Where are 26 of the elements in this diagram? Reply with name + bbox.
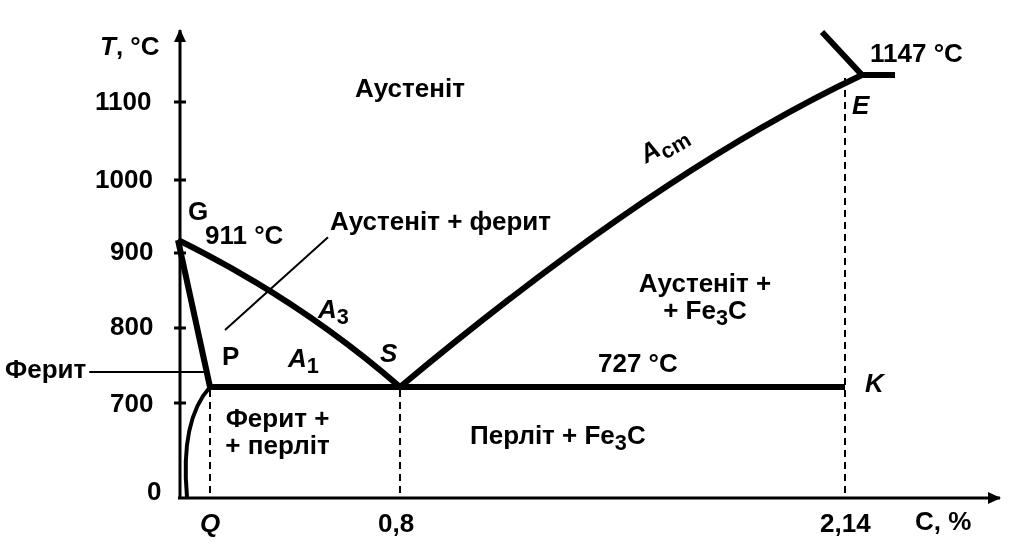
point-label: P	[222, 343, 240, 371]
phase-region-label: Перліт + Fe$_{3}$C	[470, 422, 646, 455]
phase-region-label: Аустеніт + ферит	[330, 208, 551, 236]
point-label: K	[865, 370, 884, 398]
temperature-label: 727 °C	[598, 350, 678, 378]
phase-region-label: Ферит + + перліт	[224, 405, 331, 460]
axis-tick-label: 0,8	[378, 510, 415, 538]
axis-tick-label: 0	[147, 478, 162, 506]
axis-tick-label: Q	[200, 510, 221, 538]
axis-title: T, °C	[100, 33, 160, 61]
axis-tick-label: 1100	[95, 88, 152, 116]
temperature-label: 1147 °C	[870, 40, 963, 68]
axis-tick-label: 700	[110, 390, 154, 418]
line-label: A$_{3}$	[318, 296, 349, 329]
phase-region-label: Аустеніт	[355, 75, 465, 103]
point-label: S	[380, 340, 398, 368]
phase-region-label: Ферит	[5, 356, 87, 384]
point-label: E	[852, 92, 870, 120]
axis-tick-label: 2,14	[820, 510, 871, 538]
phase-region-label: Аустеніт + + Fe$_{3}$C	[637, 270, 773, 331]
line-label: A$_{1}$	[288, 345, 319, 378]
axis-tick-label: 800	[110, 313, 154, 341]
axis-title: C, %	[915, 508, 972, 536]
axis-tick-label: 900	[110, 238, 154, 266]
axis-tick-label: 1000	[95, 166, 153, 194]
leader-line	[224, 236, 329, 331]
